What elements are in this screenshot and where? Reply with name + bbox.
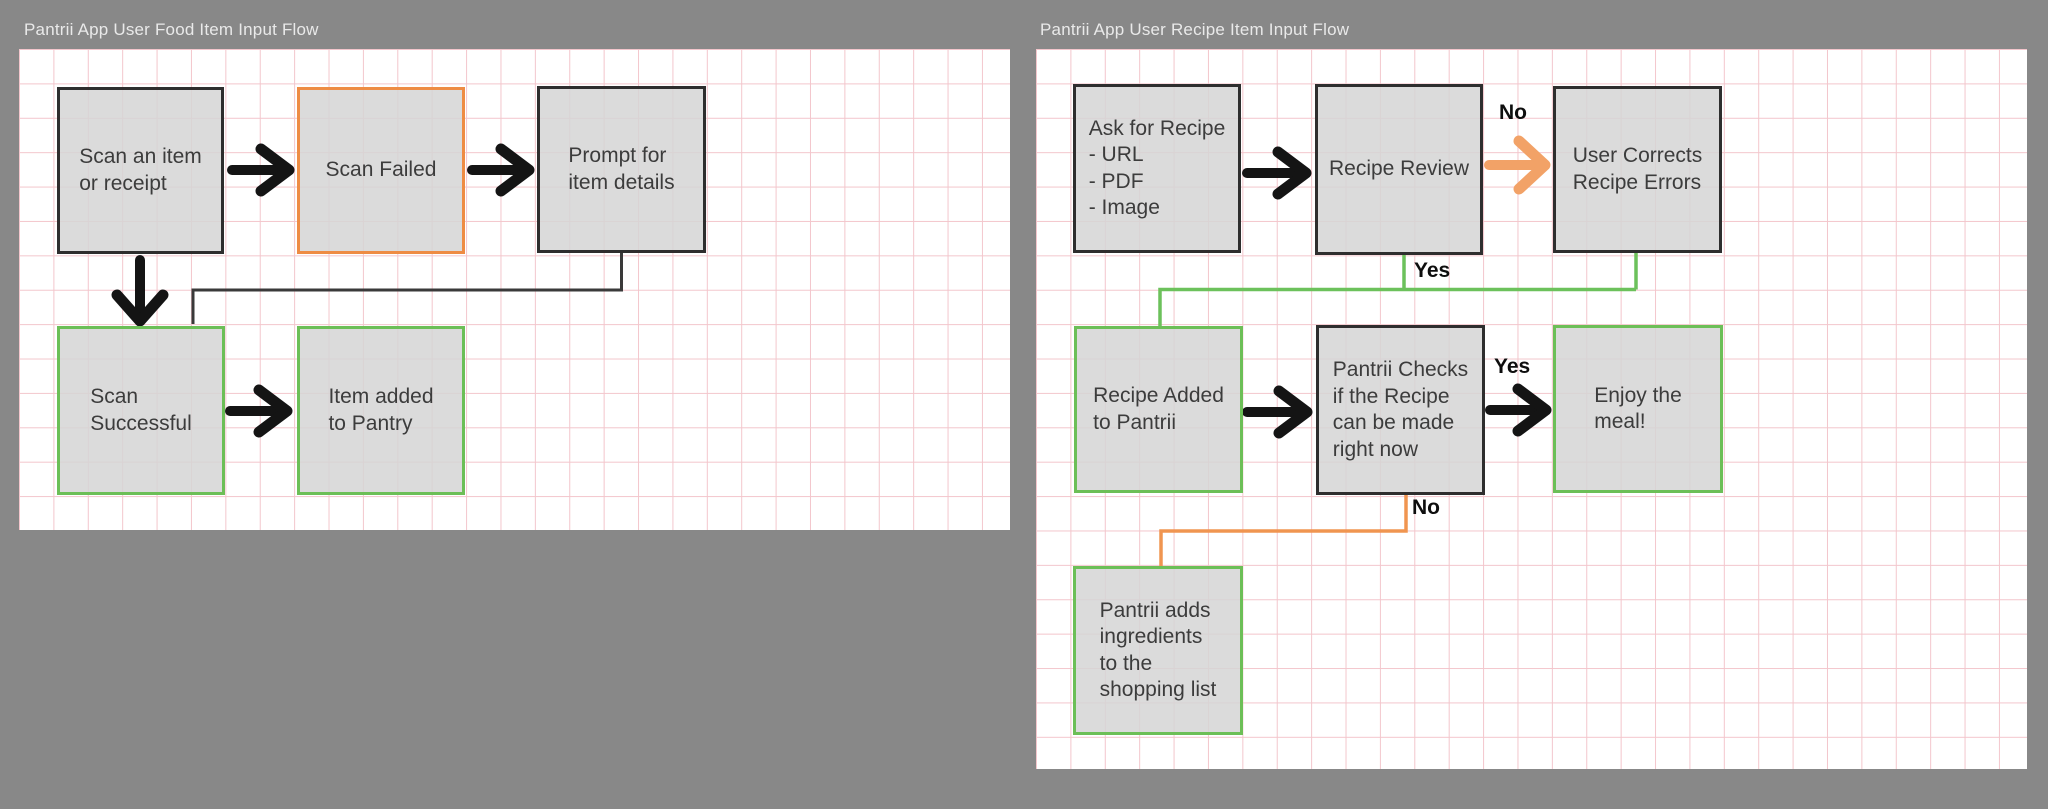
connector-prompt-to-scan-successful[interactable]: [191, 253, 623, 324]
arrow-scan-successful-to-item-added[interactable]: [225, 384, 293, 438]
edge-label-no-top[interactable]: No: [1499, 101, 1527, 124]
arrow-scan-item-down-to-scan-successful[interactable]: [111, 255, 169, 327]
node-label: Scan Successful: [90, 385, 192, 435]
node-label: Pantrii adds ingredients to the shopping…: [1099, 598, 1217, 702]
node-label: Recipe Added to Pantrii: [1093, 384, 1224, 434]
node-label: Scan Failed: [325, 158, 437, 182]
node-pantrii-checks-recipe[interactable]: Pantrii Checks if the Recipe can be made…: [1316, 325, 1485, 495]
node-label: Scan an item or receipt: [79, 145, 202, 195]
connector-yes-to-recipe-added[interactable]: [1158, 253, 1638, 326]
node-label: Item added to Pantry: [328, 385, 434, 435]
node-prompt-for-item-details[interactable]: Prompt for item details: [537, 86, 706, 253]
edge-label-no-bottom[interactable]: No: [1412, 496, 1440, 519]
node-ask-for-recipe[interactable]: Ask for Recipe - URL - PDF - Image: [1073, 84, 1241, 253]
arrow-no-recipe-review-to-user-corrects[interactable]: [1484, 135, 1551, 195]
left-flow-title: Pantrii App User Food Item Input Flow: [24, 20, 319, 39]
node-label: Enjoy the meal!: [1594, 383, 1682, 434]
node-scan-an-item-or-receipt[interactable]: Scan an item or receipt: [57, 87, 224, 254]
node-scan-successful[interactable]: Scan Successful: [57, 326, 225, 495]
node-label: User Corrects Recipe Errors: [1572, 144, 1703, 194]
node-enjoy-the-meal[interactable]: Enjoy the meal!: [1553, 325, 1723, 493]
node-pantrii-adds-ingredients[interactable]: Pantrii adds ingredients to the shopping…: [1073, 566, 1243, 735]
edge-label-yes-right[interactable]: Yes: [1494, 355, 1531, 378]
arrow-scan-item-to-scan-failed[interactable]: [227, 143, 295, 197]
node-label: Prompt for item details: [568, 144, 675, 194]
node-label: Ask for Recipe - URL - PDF - Image: [1088, 116, 1226, 220]
node-item-added-to-pantry[interactable]: Item added to Pantry: [297, 326, 465, 495]
edge-label-yes-mid[interactable]: Yes: [1414, 259, 1451, 282]
node-scan-failed[interactable]: Scan Failed: [297, 87, 465, 254]
connector-no-to-shopping-list[interactable]: [1159, 495, 1408, 566]
arrow-ask-recipe-to-recipe-review[interactable]: [1242, 146, 1312, 200]
right-flow-title: Pantrii App User Recipe Item Input Flow: [1040, 20, 1350, 39]
node-recipe-review[interactable]: Recipe Review: [1315, 84, 1483, 255]
node-recipe-added-to-pantrii[interactable]: Recipe Added to Pantrii: [1074, 326, 1243, 493]
node-label: Recipe Review: [1328, 157, 1470, 181]
node-user-corrects-recipe-errors[interactable]: User Corrects Recipe Errors: [1553, 86, 1722, 253]
arrow-recipe-added-to-pantrii-checks[interactable]: [1242, 385, 1313, 439]
node-label: Pantrii Checks if the Recipe can be made…: [1332, 358, 1469, 461]
arrow-yes-pantrii-checks-to-enjoy[interactable]: [1485, 383, 1552, 437]
arrow-scan-failed-to-prompt[interactable]: [467, 143, 535, 197]
